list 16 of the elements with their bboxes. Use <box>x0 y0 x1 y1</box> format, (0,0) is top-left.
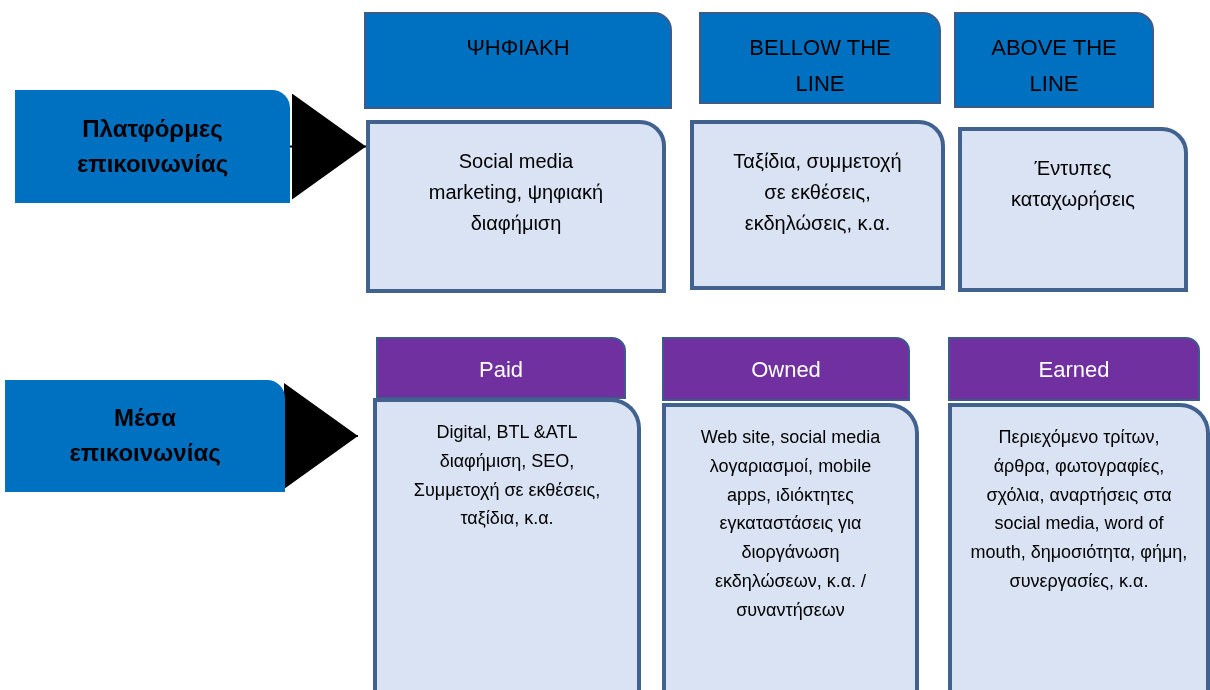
arrow <box>284 383 359 489</box>
content-box: Web site, social media λογαριασμοί, mobile apps, ιδιόκτητες εγκαταστάσεις για διοργάνωση εκδηλώσεων, κ.α. /συναντήσεων <box>662 403 919 690</box>
header-box: ABOVE THE LINE <box>954 12 1154 108</box>
header-box: Paid <box>376 337 626 399</box>
header-box: Owned <box>662 337 910 401</box>
content-box: Digital, BTL &ATL διαφήμιση, SEO, Συμμετοχή σε εκθέσεις, ταξίδια, κ.α. <box>373 398 641 690</box>
header-box: Earned <box>948 337 1200 401</box>
header-box: ΨΗΦΙΑΚΗ <box>364 12 672 109</box>
header-box: BELLOW THE LINE <box>699 12 941 104</box>
content-box: Περιεχόμενο τρίτων, άρθρα, φωτογραφίες, σχόλια, αναρτήσεις στα social media, word of mouth, δημοσιότητα, φήμη, συνεργασίες, κ.α. <box>948 403 1210 690</box>
content-box: Έντυπες καταχωρήσεις <box>958 127 1188 292</box>
category-box: Πλατφόρμες επικοινωνίας <box>15 90 290 203</box>
arrow <box>289 93 367 200</box>
content-box: Ταξίδια, συμμετοχή σε εκθέσεις, εκδηλώσεις, κ.α. <box>690 120 945 290</box>
content-box: Social media marketing, ψηφιακή διαφήμιση <box>366 120 666 293</box>
category-box: Μέσα επικοινωνίας <box>5 380 285 492</box>
